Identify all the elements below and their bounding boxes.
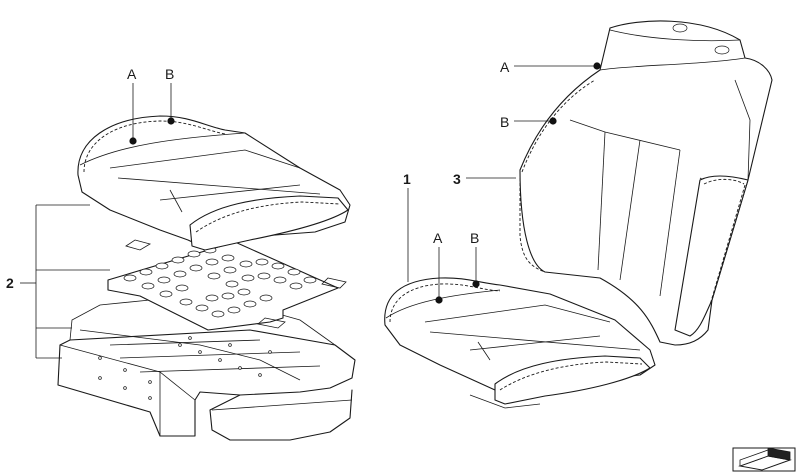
backrest-callouts: A B 3	[453, 59, 601, 187]
callout-label-a-left: A	[127, 66, 137, 82]
callout-label-b-right: B	[470, 230, 479, 246]
callout-dot-b-right	[472, 280, 480, 288]
seat-base-frame	[57, 299, 356, 441]
callout-dot-a-right	[435, 296, 443, 304]
callout-dot-b-left	[167, 117, 175, 125]
seat-left-callouts: A B	[127, 66, 175, 145]
item-number-1: 1	[403, 171, 411, 187]
seat-cushion-cover-right	[384, 277, 656, 409]
callout-label-a-right: A	[433, 230, 443, 246]
item-number-2: 2	[6, 275, 14, 291]
callout-dot-a-left	[129, 137, 137, 145]
seat-cushion-cover-left	[77, 115, 351, 251]
callout-label-a-back: A	[500, 59, 510, 75]
callout-label-b-left: B	[165, 66, 174, 82]
callout-label-b-back: B	[500, 114, 509, 130]
seat-backrest	[519, 20, 773, 346]
parts-catalog-logo-icon	[732, 447, 796, 472]
heating-mat-cells	[123, 246, 317, 318]
callout-dot-b-back	[549, 117, 557, 125]
seat-heating-mat	[107, 239, 347, 331]
callout-dot-a-back	[593, 62, 601, 70]
seat-right-callouts: 1 A B	[403, 171, 480, 304]
bracket-item-2: 2	[6, 204, 110, 359]
item-number-3: 3	[453, 171, 461, 187]
